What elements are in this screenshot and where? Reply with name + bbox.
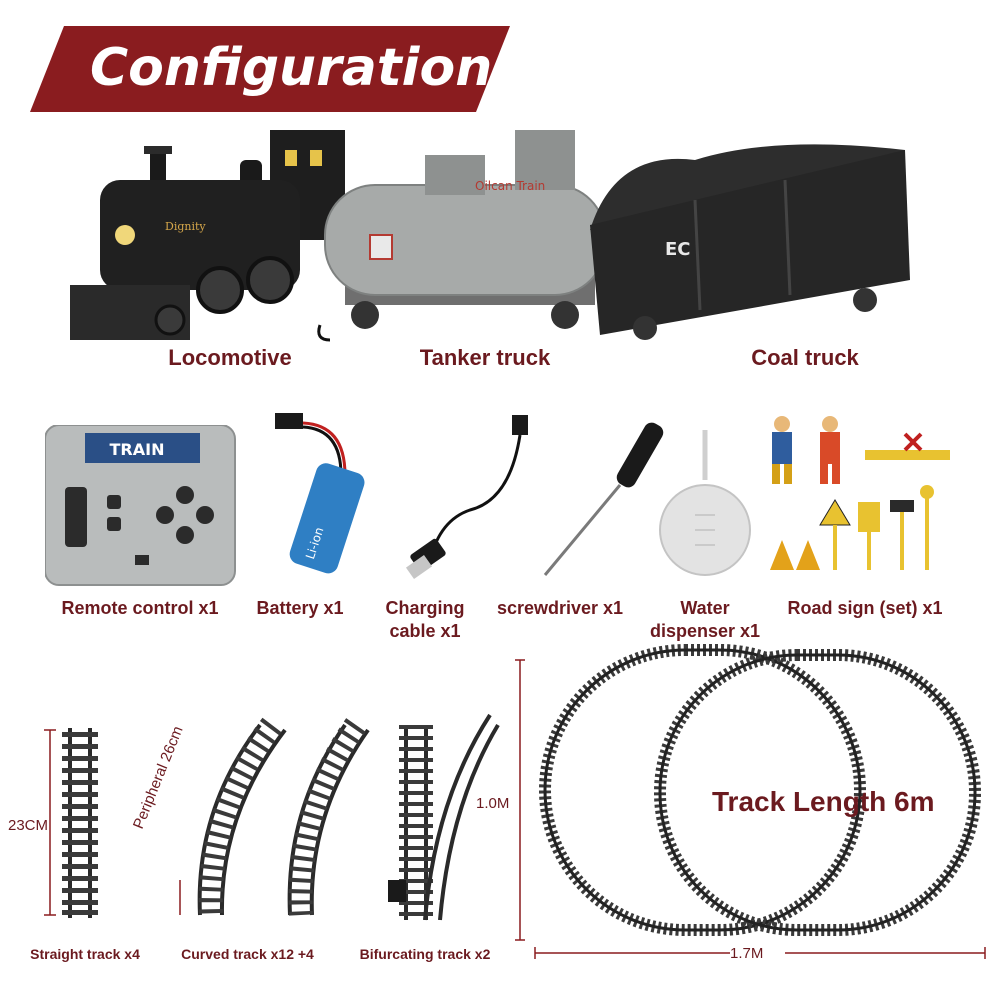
charging-cable-icon [405, 415, 528, 580]
straight-track-label: Straight track x4 [30, 946, 140, 962]
remote-brand: TRAIN [110, 440, 165, 459]
water-dispenser-icon [659, 430, 751, 576]
svg-text:Oilcan Train: Oilcan Train [475, 179, 545, 193]
straight-track-length: 23CM [8, 817, 49, 834]
layout-width-label: 1.7M [730, 945, 764, 962]
coal-truck-label: Coal truck [751, 345, 859, 370]
water-dispenser-label-line1: Water [680, 598, 730, 618]
straight-track-icon [44, 728, 98, 918]
svg-text:Dignity: Dignity [165, 220, 206, 233]
page-title: Configuration 2 [90, 38, 547, 98]
road-sign-label: Road sign (set) x1 [787, 598, 943, 618]
bifurcating-track-label: Bifurcating track x2 [359, 946, 491, 962]
charging-cable-label-line1: Charging [385, 598, 465, 618]
track-layout-diagram [515, 644, 986, 959]
curved-track-label: Curved track x12 +4 [181, 946, 314, 962]
tanker-icon: Oilcan Train [317, 130, 606, 342]
screwdriver-label: screwdriver x1 [496, 598, 624, 618]
bifurcating-track-icon [388, 713, 500, 921]
water-dispenser-label-line2: dispenser x1 [649, 621, 761, 641]
curved-track-icon [179, 717, 370, 916]
screwdriver-icon [543, 422, 664, 576]
battery-label: Battery x1 [256, 598, 344, 618]
banner-shape [30, 26, 510, 112]
road-signs-icon [770, 416, 950, 570]
charging-cable-label-line2: cable x1 [389, 621, 461, 641]
coal-truck-icon: EC [590, 144, 910, 340]
remote-control-icon: TRAIN [45, 425, 236, 586]
track-length-label: Track Length 6m [712, 786, 935, 817]
locomotive-label: Locomotive [168, 345, 292, 370]
header-banner: Configuration 2 [30, 26, 547, 112]
remote-control-label: Remote control x1 [61, 598, 219, 618]
coal-truck-marking: EC [665, 239, 691, 260]
locomotive-icon: Dignity [70, 130, 345, 340]
layout-height-label: 1.0M [476, 795, 510, 812]
battery-icon: Li-ion [275, 413, 365, 574]
tanker-label: Tanker truck [419, 345, 551, 370]
